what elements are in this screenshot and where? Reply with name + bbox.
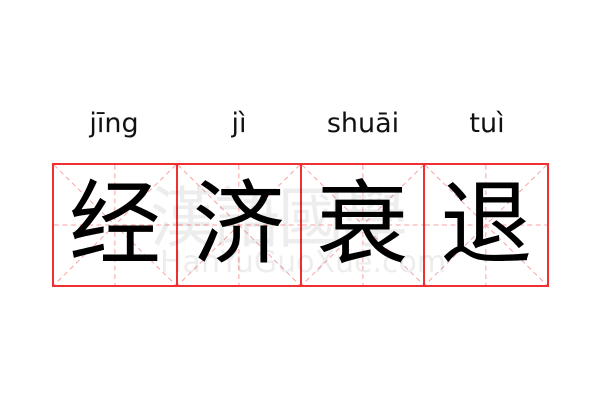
character-1: 经 [68,171,161,278]
grid-cell: 退 [425,165,547,285]
guide-lines [425,165,547,285]
guide-lines [54,165,176,285]
guide-lines [177,165,300,285]
watermark-chinese: 漢語國學 [150,180,408,257]
guide-lines [301,165,424,285]
character-3: 衰 [316,171,409,278]
character-2: 济 [192,171,285,278]
character-grid: 经 济 衰 退 [52,163,549,287]
pinyin-2: jì [231,108,247,139]
pinyin-4: tuì [469,108,505,139]
pinyin-1: jīng [89,108,139,139]
grid-cell: 衰 [301,165,426,285]
pinyin-3: shuāi [326,108,400,139]
grid-cell: 济 [177,165,302,285]
character-4: 退 [440,171,533,278]
watermark-url: HanYuGuoXue.com [160,245,447,280]
grid-cell: 经 [54,165,178,285]
